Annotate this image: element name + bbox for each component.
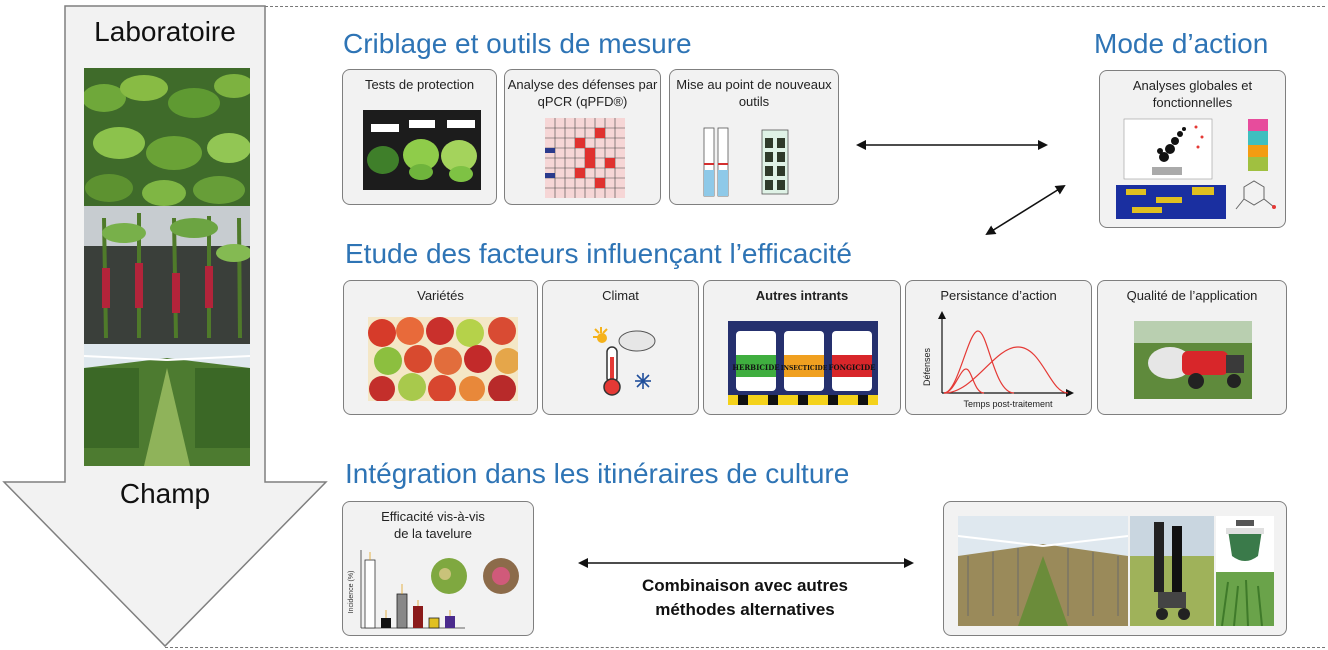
- nouveaux-outils-box: Mise au point de nouveaux outils: [669, 69, 839, 205]
- qpcr-heatmap-image: [545, 118, 625, 198]
- nouveaux-outils-label: Mise au point de nouveaux outils: [676, 77, 832, 109]
- combinaison-text: Combinaison avec autres méthodes alterna…: [590, 574, 900, 622]
- efficacite-box: Efficacité vis-à-vis de la tavelure Inci…: [342, 501, 534, 636]
- analyse-defenses-box: Analyse des défenses par qPCR (qPFD®): [504, 69, 661, 205]
- climat-label: Climat: [602, 288, 639, 303]
- analyses-globales-box: Analyses globales et fonctionnelles: [1099, 70, 1286, 228]
- pesticide-cans-image: HERBICIDE INSECTICIDE FONGICIDE: [728, 321, 878, 405]
- facteurs-mode-arrow: [985, 184, 1066, 236]
- analyse-defenses-label: Analyse des défenses par qPCR (qPFD®): [507, 77, 658, 109]
- laboratoire-label: Laboratoire: [94, 16, 236, 47]
- bottom-dashed-line: [165, 647, 1325, 648]
- champ-label: Champ: [119, 478, 211, 509]
- criblage-title: Criblage et outils de mesure: [343, 28, 692, 59]
- climat-box: Climat: [542, 280, 699, 415]
- protection-trays-image: [363, 110, 481, 190]
- persistance-label: Persistance d’action: [940, 288, 1057, 303]
- autres-intrants-box: Autres intrants HERBICIDE INSECTICIDE FO…: [703, 280, 901, 415]
- apples-image: [368, 317, 518, 401]
- persistance-y-axis-label: Défenses: [922, 347, 932, 386]
- autres-intrants-label: Autres intrants: [755, 288, 849, 303]
- alternative-methods-images: [958, 516, 1274, 626]
- mode-action-title: Mode d’action: [1094, 28, 1269, 59]
- persistance-chart: Défenses Temps post-traitement: [922, 311, 1074, 409]
- combinaison-line2: méthodes alternatives: [655, 600, 835, 619]
- test-strips-image: [703, 127, 789, 197]
- herbicide-text: HERBICIDE: [732, 363, 779, 372]
- combinaison-line1: Combinaison avec autres: [642, 576, 848, 595]
- analyses-globales-label: Analyses globales et fonctionnelles: [1132, 78, 1253, 110]
- efficacite-bar-chart: Incidence (%): [348, 550, 519, 629]
- methodes-alternatives-box: [943, 501, 1287, 636]
- tests-protection-label: Tests de protection: [364, 77, 475, 92]
- tests-protection-box: Tests de protection: [342, 69, 497, 205]
- fongicide-text: FONGICIDE: [829, 363, 876, 372]
- climate-icons: [593, 327, 656, 396]
- varietes-label: Variétés: [417, 288, 464, 303]
- insecticide-text: INSECTICIDE: [781, 365, 828, 372]
- integration-title: Intégration dans les itinéraires de cult…: [345, 458, 850, 489]
- efficacite-label: Efficacité vis-à-vis de la tavelure: [381, 509, 485, 541]
- qualite-application-box: Qualité de l’application: [1097, 280, 1287, 415]
- incidence-axis-label: Incidence (%): [348, 571, 355, 614]
- qualite-application-label: Qualité de l’application: [1126, 288, 1258, 303]
- top-dashed-line: [265, 6, 1325, 7]
- omics-analysis-image: [1116, 118, 1276, 219]
- lab-to-field-photos: [84, 68, 250, 466]
- varietes-box: Variétés: [343, 280, 538, 415]
- facteurs-title: Etude des facteurs influençant l’efficac…: [345, 238, 852, 269]
- sprayer-image: [1134, 321, 1252, 399]
- persistance-x-axis-label: Temps post-traitement: [963, 399, 1053, 409]
- persistance-box: Persistance d’action Défenses Temps post…: [905, 280, 1092, 415]
